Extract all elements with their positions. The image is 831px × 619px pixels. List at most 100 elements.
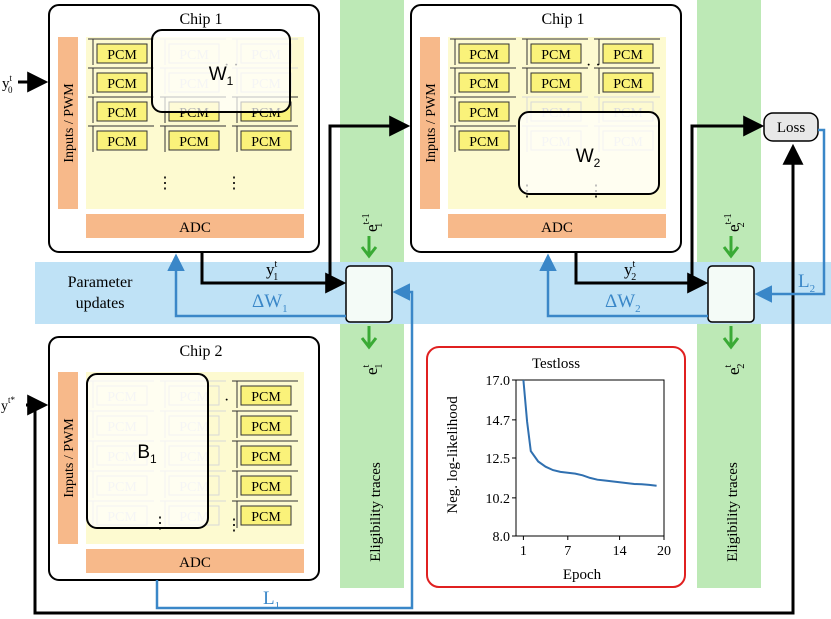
y-tick-label: 8.0 [493,530,511,545]
dots: ⋮ [226,517,242,534]
L2-label: L2 [798,271,815,295]
pcm-cell: PCM [232,125,298,152]
param-updates-line-2: updates [76,295,125,312]
inputs-pwm-label: Inputs / PWM [62,418,77,498]
adc-bar [86,549,304,573]
dots: ⋮ [157,175,173,192]
chart-ylabel: Neg. log-likelihood [445,396,461,514]
chip-1-right: Chip 1 Inputs / PWM PCM PCM PCM PCM PCM PCM PC… [410,4,682,253]
x-tick-label: 1 [520,544,527,559]
e1-prev-label: et-11 [361,213,385,232]
weight-label: W1 [209,64,234,88]
chip-title: Chip 1 [179,11,222,28]
chip-2: Chip 2 Inputs / PWM PCMPCMPCMPCMPCMPCMPC… [48,336,320,581]
adc-bar [86,214,304,238]
adc-bar [448,214,666,238]
pcm-cell: PCM [450,125,516,152]
loss-label: Loss [777,120,806,136]
adc-label: ADC [541,220,573,236]
pcm-label: PCM [107,106,137,121]
pcm-label: PCM [251,480,281,495]
x-tick-label: 7 [564,544,571,559]
y-tick-label: 14.7 [486,414,511,429]
pcm-cell: PCM [232,380,298,408]
dots: · [224,392,229,409]
pcm-label: PCM [107,77,137,92]
pcm-cell: PCM [594,38,660,65]
pcm-label: PCM [179,135,209,150]
pcm-label: PCM [251,450,281,465]
x-tick-label: 14 [613,544,627,559]
pcm-label: PCM [107,48,137,63]
pcm-cell: PCM [522,38,588,65]
junction-dot [326,279,334,287]
pcm-label: PCM [469,135,499,150]
chip-title: Chip 1 [541,11,584,28]
pcm-cell: PCM [450,96,516,123]
dW1-label: ΔW1 [252,291,288,315]
line-chart: 8.0 10.2 12.5 14.7 17.0 1 7 14 20 [486,374,672,559]
y-tick-label: 17.0 [486,374,511,389]
y-tick-label: 12.5 [486,452,511,467]
pcm-cell: PCM [232,470,298,498]
weight-label: B1 [137,442,157,466]
inputs-pwm-bar [58,37,78,209]
pcm-cell: PCM [88,67,154,94]
pcm-cell: PCM [88,96,154,123]
pcm-cell: PCM [232,500,298,528]
eligibility-label-1: Eligibility traces [368,462,384,562]
x-tick-label: 20 [657,544,671,559]
pcm-cell: PCM [88,125,154,152]
pcm-cell: PCM [88,38,154,65]
adc-label: ADC [179,220,211,236]
pcm-label: PCM [469,106,499,121]
L1-label: L1 [263,588,280,612]
pcm-label: PCM [613,77,643,92]
eligibility-label-2: Eligibility traces [725,462,741,562]
inputs-pwm-bar [420,37,440,209]
pcm-label: PCM [613,48,643,63]
inputs-pwm-label: Inputs / PWM [62,83,77,163]
junction-dot [688,279,696,287]
pcm-cell: PCM [522,67,588,94]
chip-title: Chip 2 [179,343,222,360]
inputs-pwm-label: Inputs / PWM [424,83,439,163]
weight-label: W2 [576,146,601,170]
pcm-label: PCM [469,77,499,92]
pcm-label: PCM [469,48,499,63]
weight-box [86,373,209,529]
dots: ⋮ [226,175,242,192]
pcm-label: PCM [251,420,281,435]
weight-box [518,111,660,195]
pcm-cell: PCM [232,410,298,438]
pcm-label: PCM [251,390,281,405]
param-updates-line-1: Parameter [68,274,134,291]
trace-unit-2 [707,265,755,323]
update-paths [155,128,826,610]
trace-unit-1 [345,265,393,323]
pcm-label: PCM [251,510,281,525]
e2-prev-label: et-12 [723,213,747,232]
inputs-pwm-bar [58,372,78,544]
pcm-cell: PCM [232,440,298,468]
y-tick-label: 10.2 [486,492,511,507]
pcm-label: PCM [251,135,281,150]
pcm-cell: PCM [594,67,660,94]
pcm-label: PCM [541,77,571,92]
pcm-cell: PCM [450,67,516,94]
dW2-label: ΔW2 [605,291,641,315]
ystar-label: yt* [1,395,16,414]
pcm-cell: PCM [450,38,516,65]
dots: · · [586,57,601,74]
trace-arrows [360,236,740,350]
pcm-label: PCM [107,135,137,150]
series-line [522,379,657,487]
pcm-label: PCM [541,48,571,63]
signal-paths [18,71,804,615]
testloss-panel: Testloss Neg. log-likelihood Epoch 8.010… [426,346,686,588]
